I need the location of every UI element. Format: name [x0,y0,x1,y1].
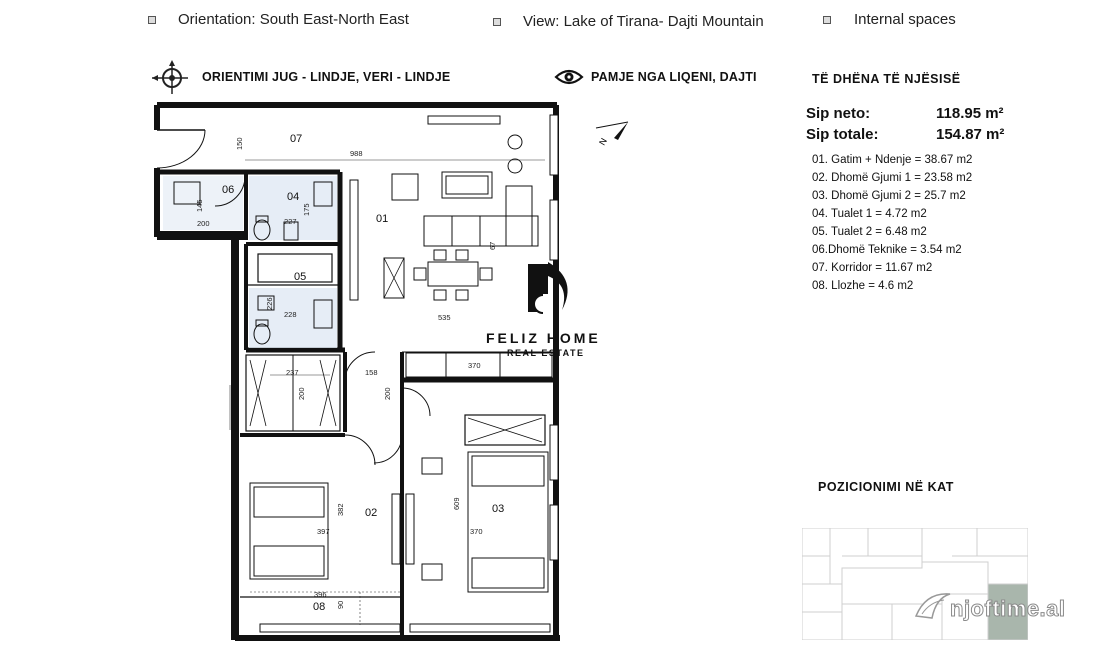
dim-label: 227 [284,217,297,226]
floor-position-title: POZICIONIMI NË KAT [818,480,954,494]
north-label: N [597,136,609,147]
dim-label: 609 [452,497,461,510]
dim-label: 150 [235,137,244,150]
toilet-04-tiles [249,176,337,240]
north-arrow-icon: N [595,121,629,147]
view-al-label: PAMJE NGA LIQENI, DAJTI [591,70,757,84]
room-label-05: 05 [294,271,306,283]
room-area-item: 08. Llozhe = 4.6 m2 [812,280,914,292]
watermark-site: njoftime.al [950,596,1066,622]
dim-label: 535 [438,313,451,322]
orientation-label: Orientation: South East-North East [178,11,409,28]
room-label-07: 07 [290,133,302,145]
dim-label: 67 [488,242,497,250]
dim-label: 200 [197,219,210,228]
room-label-06: 06 [222,184,234,196]
dim-label: 988 [350,149,363,158]
floor-plan: 07 06 04 01 05 02 03 08 150 988 145 200 … [154,102,629,641]
njoftime-logo-icon [914,593,951,619]
window [549,504,559,561]
floor-position-diagram [802,528,1028,640]
room-area-item: 03. Dhomë Gjumi 2 = 25.7 m2 [812,190,966,202]
dim-label: 175 [302,203,311,216]
bullet-icon [493,18,501,26]
room-area-item: 05. Tualet 2 = 6.48 m2 [812,226,927,238]
dim-label: 370 [468,361,481,370]
orientation-al-label: ORIENTIMI JUG - LINDJE, VERI - LINDJE [202,70,451,84]
total-area-label: Sip totale: [806,126,879,143]
total-area-value: 154.87 m² [936,126,1005,143]
dim-label: 370 [470,527,483,536]
room-area-item: 06.Dhomë Teknike = 3.54 m2 [812,244,962,256]
dim-label: 158 [365,368,378,377]
room-area-item: 02. Dhomë Gjumi 1 = 23.58 m2 [812,172,973,184]
internal-spaces-label: Internal spaces [854,11,956,28]
dim-label: 397 [317,527,330,536]
room-label-02: 02 [365,507,377,519]
dim-label: 382 [336,503,345,516]
eye-icon [554,69,584,85]
net-area-value: 118.95 m² [936,105,1004,122]
unit-data-title: TË DHËNA TË NJËSISË [812,72,961,86]
bullet-icon [148,16,156,24]
dim-label: 200 [383,387,392,400]
brand-name: FELIZ HOME [486,330,601,346]
window [549,424,559,481]
compass-icon [152,60,188,94]
dim-label: 226 [265,297,274,310]
dim-label: 90 [336,601,345,609]
room-area-list: 01. Gatim + Ndenje = 38.67 m2 02. Dhomë … [812,154,972,298]
room-label-04: 04 [287,191,299,203]
room-label-01: 01 [376,213,388,225]
brand-subtitle: REAL ESTATE [507,348,585,358]
dim-label: 237 [286,368,299,377]
window [427,115,501,125]
dim-label: 200 [297,387,306,400]
dim-label: 145 [195,199,204,212]
dim-label: 396 [314,590,327,599]
window [549,199,559,261]
room-label-08: 08 [313,601,325,613]
room-label-03: 03 [492,503,504,515]
toilet-05-tiles [249,288,337,348]
window [259,623,401,633]
dim-label: 228 [284,310,297,319]
brand-logo [528,262,568,314]
room-area-item: 01. Gatim + Ndenje = 38.67 m2 [812,154,973,166]
room-area-item: 04. Tualet 1 = 4.72 m2 [812,208,927,220]
view-label: View: Lake of Tirana- Dajti Mountain [523,13,764,30]
net-area-label: Sip neto: [806,105,871,122]
window [409,623,551,633]
room-area-item: 07. Korridor = 11.67 m2 [812,262,933,274]
bullet-icon [823,16,831,24]
tech-room-06-tiles [163,176,243,230]
window [549,114,559,176]
